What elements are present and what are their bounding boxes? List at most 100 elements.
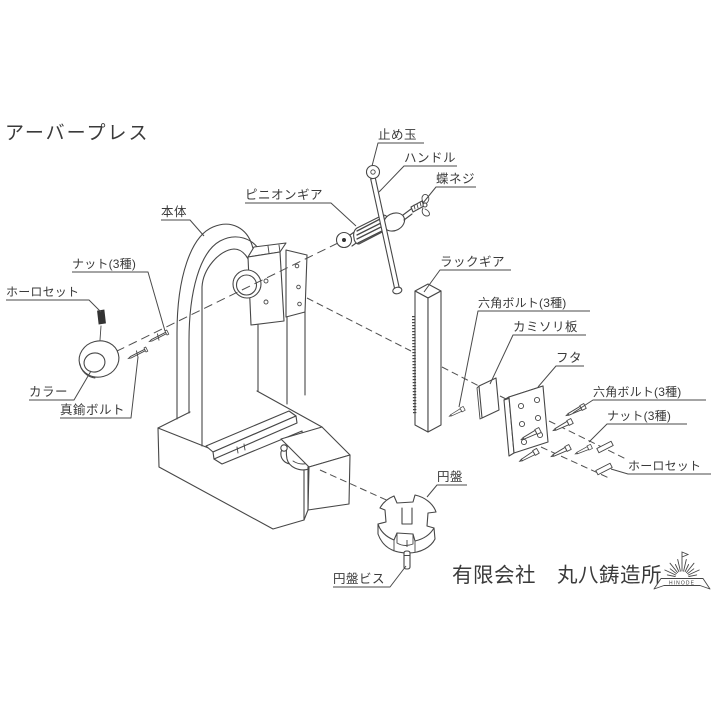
rack-teeth <box>412 315 417 415</box>
anvil-hole <box>280 444 288 452</box>
label-body: 本体 <box>161 205 187 219</box>
lid-hole <box>518 420 526 428</box>
head-boss-inner <box>235 274 258 296</box>
label-nut-left: ナット(3種) <box>72 257 136 271</box>
label-brass-bolt: 真鍮ボルト <box>60 402 125 417</box>
handle-ball-dot <box>370 169 376 175</box>
label-wing-screw: 蝶ネジ <box>436 171 475 186</box>
handle-ball <box>365 164 381 180</box>
leader-stop-ball <box>371 142 424 167</box>
label-set-screw-left: ホーロセット <box>6 285 79 299</box>
leader-nut-left <box>72 271 166 332</box>
collar-part <box>78 340 120 379</box>
label-handle: ハンドル <box>404 151 456 165</box>
lid-hole <box>533 396 541 404</box>
leader-body <box>161 219 205 237</box>
label-razor-plate: カミソリ板 <box>513 320 578 334</box>
leader-brass-bolt <box>60 356 139 419</box>
rack-centerline <box>306 297 412 352</box>
footer: 有限会社 丸八鋳造所 HINODE <box>452 551 711 590</box>
collar-rim <box>79 363 96 379</box>
disc-top-face <box>377 494 437 542</box>
leader-razor-plate <box>489 334 586 385</box>
label-lid: フタ <box>556 351 582 365</box>
anvil-slot-edge <box>303 466 309 521</box>
disc-rim-tick <box>393 532 416 552</box>
rack-centerline <box>441 366 480 387</box>
wing-screw-thread <box>413 201 422 210</box>
lid-bolt <box>573 443 593 457</box>
leader-wing-screw <box>422 186 476 204</box>
base-top-edge <box>157 427 212 450</box>
pinion-shaft-dot <box>341 237 346 242</box>
lid-centerline-lower <box>540 446 610 479</box>
rack-gear-part <box>412 283 442 433</box>
base-back-top <box>256 390 323 428</box>
head-front-face <box>247 251 285 326</box>
leader-rack-gear <box>423 269 511 293</box>
set-screw-left-part <box>97 309 106 341</box>
base-part <box>157 390 351 530</box>
leader-lines <box>6 142 711 588</box>
pinion-gear-teeth <box>356 216 387 244</box>
disc-centerline <box>319 469 394 504</box>
nut-pin <box>147 328 170 345</box>
leader-collar <box>29 370 92 401</box>
handle-cap <box>392 286 403 295</box>
label-disc-screw: 円盤ビス <box>333 572 385 586</box>
base-back-edge <box>157 411 191 429</box>
leader-disc <box>426 484 467 498</box>
wing-screw-wing <box>421 193 430 205</box>
plate-hole <box>294 263 300 269</box>
lid-bolt <box>549 444 572 460</box>
set-screw-body <box>97 309 106 325</box>
leader-set-screw-right <box>610 468 711 475</box>
label-nut-right: ナット(3種) <box>607 409 671 423</box>
plate-hole <box>297 301 302 307</box>
leader-handle <box>378 165 457 193</box>
body-part <box>176 223 308 447</box>
page-title: アーバープレス <box>5 122 150 144</box>
disc-screw-part <box>403 550 411 570</box>
lid-hole <box>534 414 542 422</box>
head-hole <box>263 299 269 305</box>
logo-text: HINODE <box>669 581 695 587</box>
leader-disc-screw <box>333 565 407 588</box>
head-mount-plate <box>285 249 308 318</box>
label-hex-bolt-right: 六角ボルト(3種) <box>593 385 681 399</box>
label-pinion-gear: ピニオンギア <box>245 188 323 202</box>
plate-hole <box>296 284 301 290</box>
logo-banner <box>653 578 711 590</box>
label-stop-ball: 止め玉 <box>378 128 417 142</box>
set-screw-line <box>99 325 102 341</box>
label-collar: カラー <box>29 385 68 399</box>
company-name: 有限会社 丸八鋳造所 <box>452 564 662 587</box>
leader-pinion <box>245 202 357 227</box>
lid-part <box>503 385 549 457</box>
base-outline <box>157 427 305 530</box>
razor-plate-part <box>476 377 500 420</box>
wing-screw-part <box>410 193 430 217</box>
razor-plate-face <box>478 377 500 419</box>
leader-hex-bolt-mid <box>458 310 590 408</box>
label-rack-gear: ラックギア <box>440 255 505 269</box>
disc-center-slot <box>401 507 413 525</box>
leader-hex-bolt-right <box>572 399 706 414</box>
leader-lid <box>537 365 584 388</box>
sunburst-icon <box>664 551 700 577</box>
rack-front-face <box>414 290 429 433</box>
pinion-gear-part <box>335 208 413 249</box>
lid-hole <box>517 402 525 410</box>
disc-part <box>377 494 437 554</box>
razor-plate-edge <box>476 385 483 420</box>
rack-centerline <box>499 395 511 402</box>
lid-bolt <box>551 418 574 434</box>
head-hole <box>263 278 269 284</box>
leader-nut-right <box>588 423 687 443</box>
rack-bolt <box>447 406 466 419</box>
collar-inner <box>83 352 106 373</box>
base-rail-front <box>212 415 298 460</box>
label-set-screw-right: ホーロセット <box>628 459 701 473</box>
